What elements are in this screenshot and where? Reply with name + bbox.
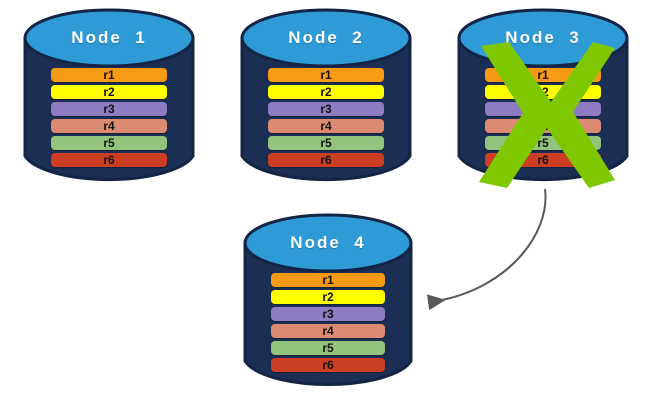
- row-r6[interactable]: r6: [268, 153, 384, 167]
- row-list: r1 r2 r3 r4 r5 r6: [23, 68, 195, 167]
- row-r5[interactable]: r5: [485, 136, 601, 150]
- row-list: r1 r2 r3 r4 r5 r6: [457, 68, 629, 167]
- row-r3[interactable]: r3: [271, 307, 385, 321]
- node-3[interactable]: Node 3 r1 r2 r3 r4 r5 r6: [457, 8, 629, 188]
- row-r2[interactable]: r2: [268, 85, 384, 99]
- node-4[interactable]: Node 4 r1 r2 r3 r4 r5 r6: [243, 213, 413, 391]
- node-2[interactable]: Node 2 r1 r2 r3 r4 r5 r6: [240, 8, 412, 186]
- row-list: r1 r2 r3 r4 r5 r6: [240, 68, 412, 167]
- row-r2[interactable]: r2: [51, 85, 167, 99]
- row-r3[interactable]: r3: [51, 102, 167, 116]
- row-r1[interactable]: r1: [51, 68, 167, 82]
- row-r1[interactable]: r1: [485, 68, 601, 82]
- row-r4[interactable]: r4: [271, 324, 385, 338]
- row-r1[interactable]: r1: [271, 273, 385, 287]
- row-r6[interactable]: r6: [271, 358, 385, 372]
- row-r3[interactable]: r3: [485, 102, 601, 116]
- row-r4[interactable]: r4: [51, 119, 167, 133]
- row-r5[interactable]: r5: [51, 136, 167, 150]
- row-r4[interactable]: r4: [485, 119, 601, 133]
- row-r2[interactable]: r2: [271, 290, 385, 304]
- node-1[interactable]: Node 1 r1 r2 r3 r4 r5 r6: [23, 8, 195, 186]
- row-r2[interactable]: r2: [485, 85, 601, 99]
- row-r5[interactable]: r5: [271, 341, 385, 355]
- row-r6[interactable]: r6: [485, 153, 601, 167]
- row-r6[interactable]: r6: [51, 153, 167, 167]
- row-r3[interactable]: r3: [268, 102, 384, 116]
- row-r1[interactable]: r1: [268, 68, 384, 82]
- row-list: r1 r2 r3 r4 r5 r6: [243, 273, 413, 372]
- row-r4[interactable]: r4: [268, 119, 384, 133]
- row-r5[interactable]: r5: [268, 136, 384, 150]
